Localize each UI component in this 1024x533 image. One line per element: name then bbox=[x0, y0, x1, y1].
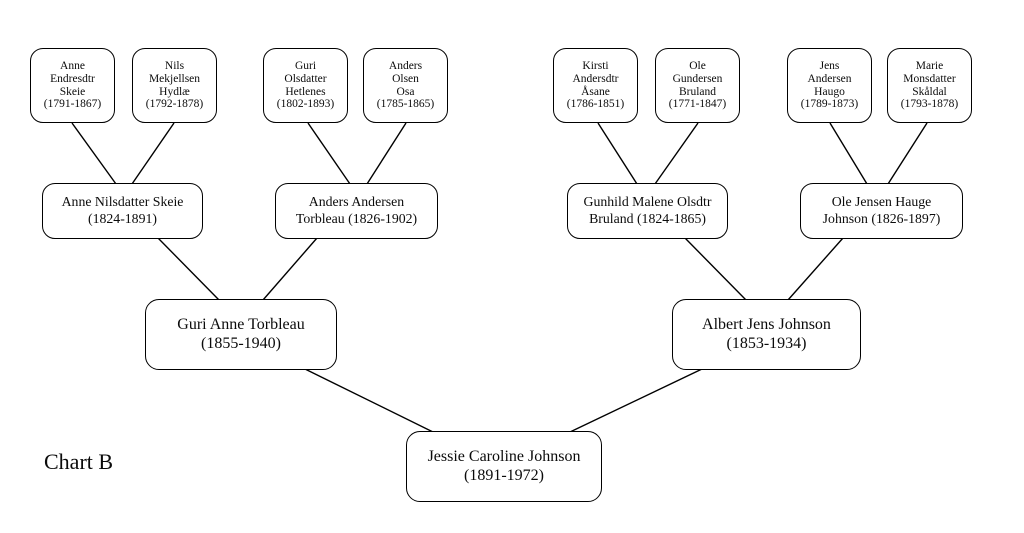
person-label: Anne Nilsdatter Skeie (1824-1891) bbox=[61, 194, 184, 226]
connector-line bbox=[887, 122, 928, 185]
connector-line bbox=[304, 368, 434, 433]
person-label: Guri Anne Torbleau (1855-1940) bbox=[177, 315, 305, 352]
connector-line bbox=[829, 122, 868, 185]
person-label: Anders Olsen Osa (1785-1865) bbox=[376, 59, 435, 111]
node-ole-jensen-hauge-johnson: Ole Jensen Hauge Johnson (1826-1897) bbox=[800, 183, 963, 239]
connector-line bbox=[654, 122, 699, 185]
connector-line bbox=[71, 122, 117, 185]
connector-line bbox=[569, 368, 703, 433]
connector-line bbox=[157, 237, 220, 301]
connector-line bbox=[366, 122, 407, 185]
connector-line bbox=[684, 237, 747, 301]
connector-line bbox=[597, 122, 638, 185]
person-label: Kirsti Andersdtr Åsane (1786-1851) bbox=[566, 59, 625, 111]
person-label: Ole Gundersen Bruland (1771-1847) bbox=[668, 59, 727, 111]
node-jessie-caroline-johnson: Jessie Caroline Johnson (1891-1972) bbox=[406, 431, 602, 502]
node-albert-jens-johnson: Albert Jens Johnson (1853-1934) bbox=[672, 299, 861, 370]
node-ole-gundersen-bruland: Ole Gundersen Bruland (1771-1847) bbox=[655, 48, 740, 123]
connector-line bbox=[787, 237, 844, 301]
person-label: Anders Andersen Torbleau (1826-1902) bbox=[295, 194, 418, 226]
chart-label: Chart B bbox=[44, 449, 114, 474]
node-marie-monsdatter-skaldal: Marie Monsdatter Skåldal (1793-1878) bbox=[887, 48, 972, 123]
node-guri-anne-torbleau: Guri Anne Torbleau (1855-1940) bbox=[145, 299, 337, 370]
node-nils-mekjellsen-hydlae: Nils Mekjellsen Hydlæ (1792-1878) bbox=[132, 48, 217, 123]
node-jens-andersen-haugo: Jens Andersen Haugo (1789-1873) bbox=[787, 48, 872, 123]
node-anne-endresdtr-skeie: Anne Endresdtr Skeie (1791-1867) bbox=[30, 48, 115, 123]
person-label: Ole Jensen Hauge Johnson (1826-1897) bbox=[822, 194, 941, 226]
node-anders-andersen-torbleau: Anders Andersen Torbleau (1826-1902) bbox=[275, 183, 438, 239]
person-label: Nils Mekjellsen Hydlæ (1792-1878) bbox=[145, 59, 204, 111]
node-gunhild-malene-olsdtr-bruland: Gunhild Malene Olsdtr Bruland (1824-1865… bbox=[567, 183, 728, 239]
node-anne-nilsdatter-skeie: Anne Nilsdatter Skeie (1824-1891) bbox=[42, 183, 203, 239]
person-label: Marie Monsdatter Skåldal (1793-1878) bbox=[900, 59, 959, 111]
node-anders-olsen-osa: Anders Olsen Osa (1785-1865) bbox=[363, 48, 448, 123]
connector-line bbox=[131, 122, 175, 185]
person-label: Jessie Caroline Johnson (1891-1972) bbox=[427, 447, 581, 484]
person-label: Jens Andersen Haugo (1789-1873) bbox=[800, 59, 859, 111]
person-label: Albert Jens Johnson (1853-1934) bbox=[702, 315, 831, 352]
person-label: Anne Endresdtr Skeie (1791-1867) bbox=[43, 59, 102, 111]
person-label: Gunhild Malene Olsdtr Bruland (1824-1865… bbox=[583, 194, 712, 226]
connector-line bbox=[262, 237, 318, 301]
node-guri-olsdatter-hetlenes: Guri Olsdatter Hetlenes (1802-1893) bbox=[263, 48, 348, 123]
person-label: Guri Olsdatter Hetlenes (1802-1893) bbox=[276, 59, 335, 111]
connector-line bbox=[307, 122, 351, 185]
node-kirsti-andersdtr-asane: Kirsti Andersdtr Åsane (1786-1851) bbox=[553, 48, 638, 123]
